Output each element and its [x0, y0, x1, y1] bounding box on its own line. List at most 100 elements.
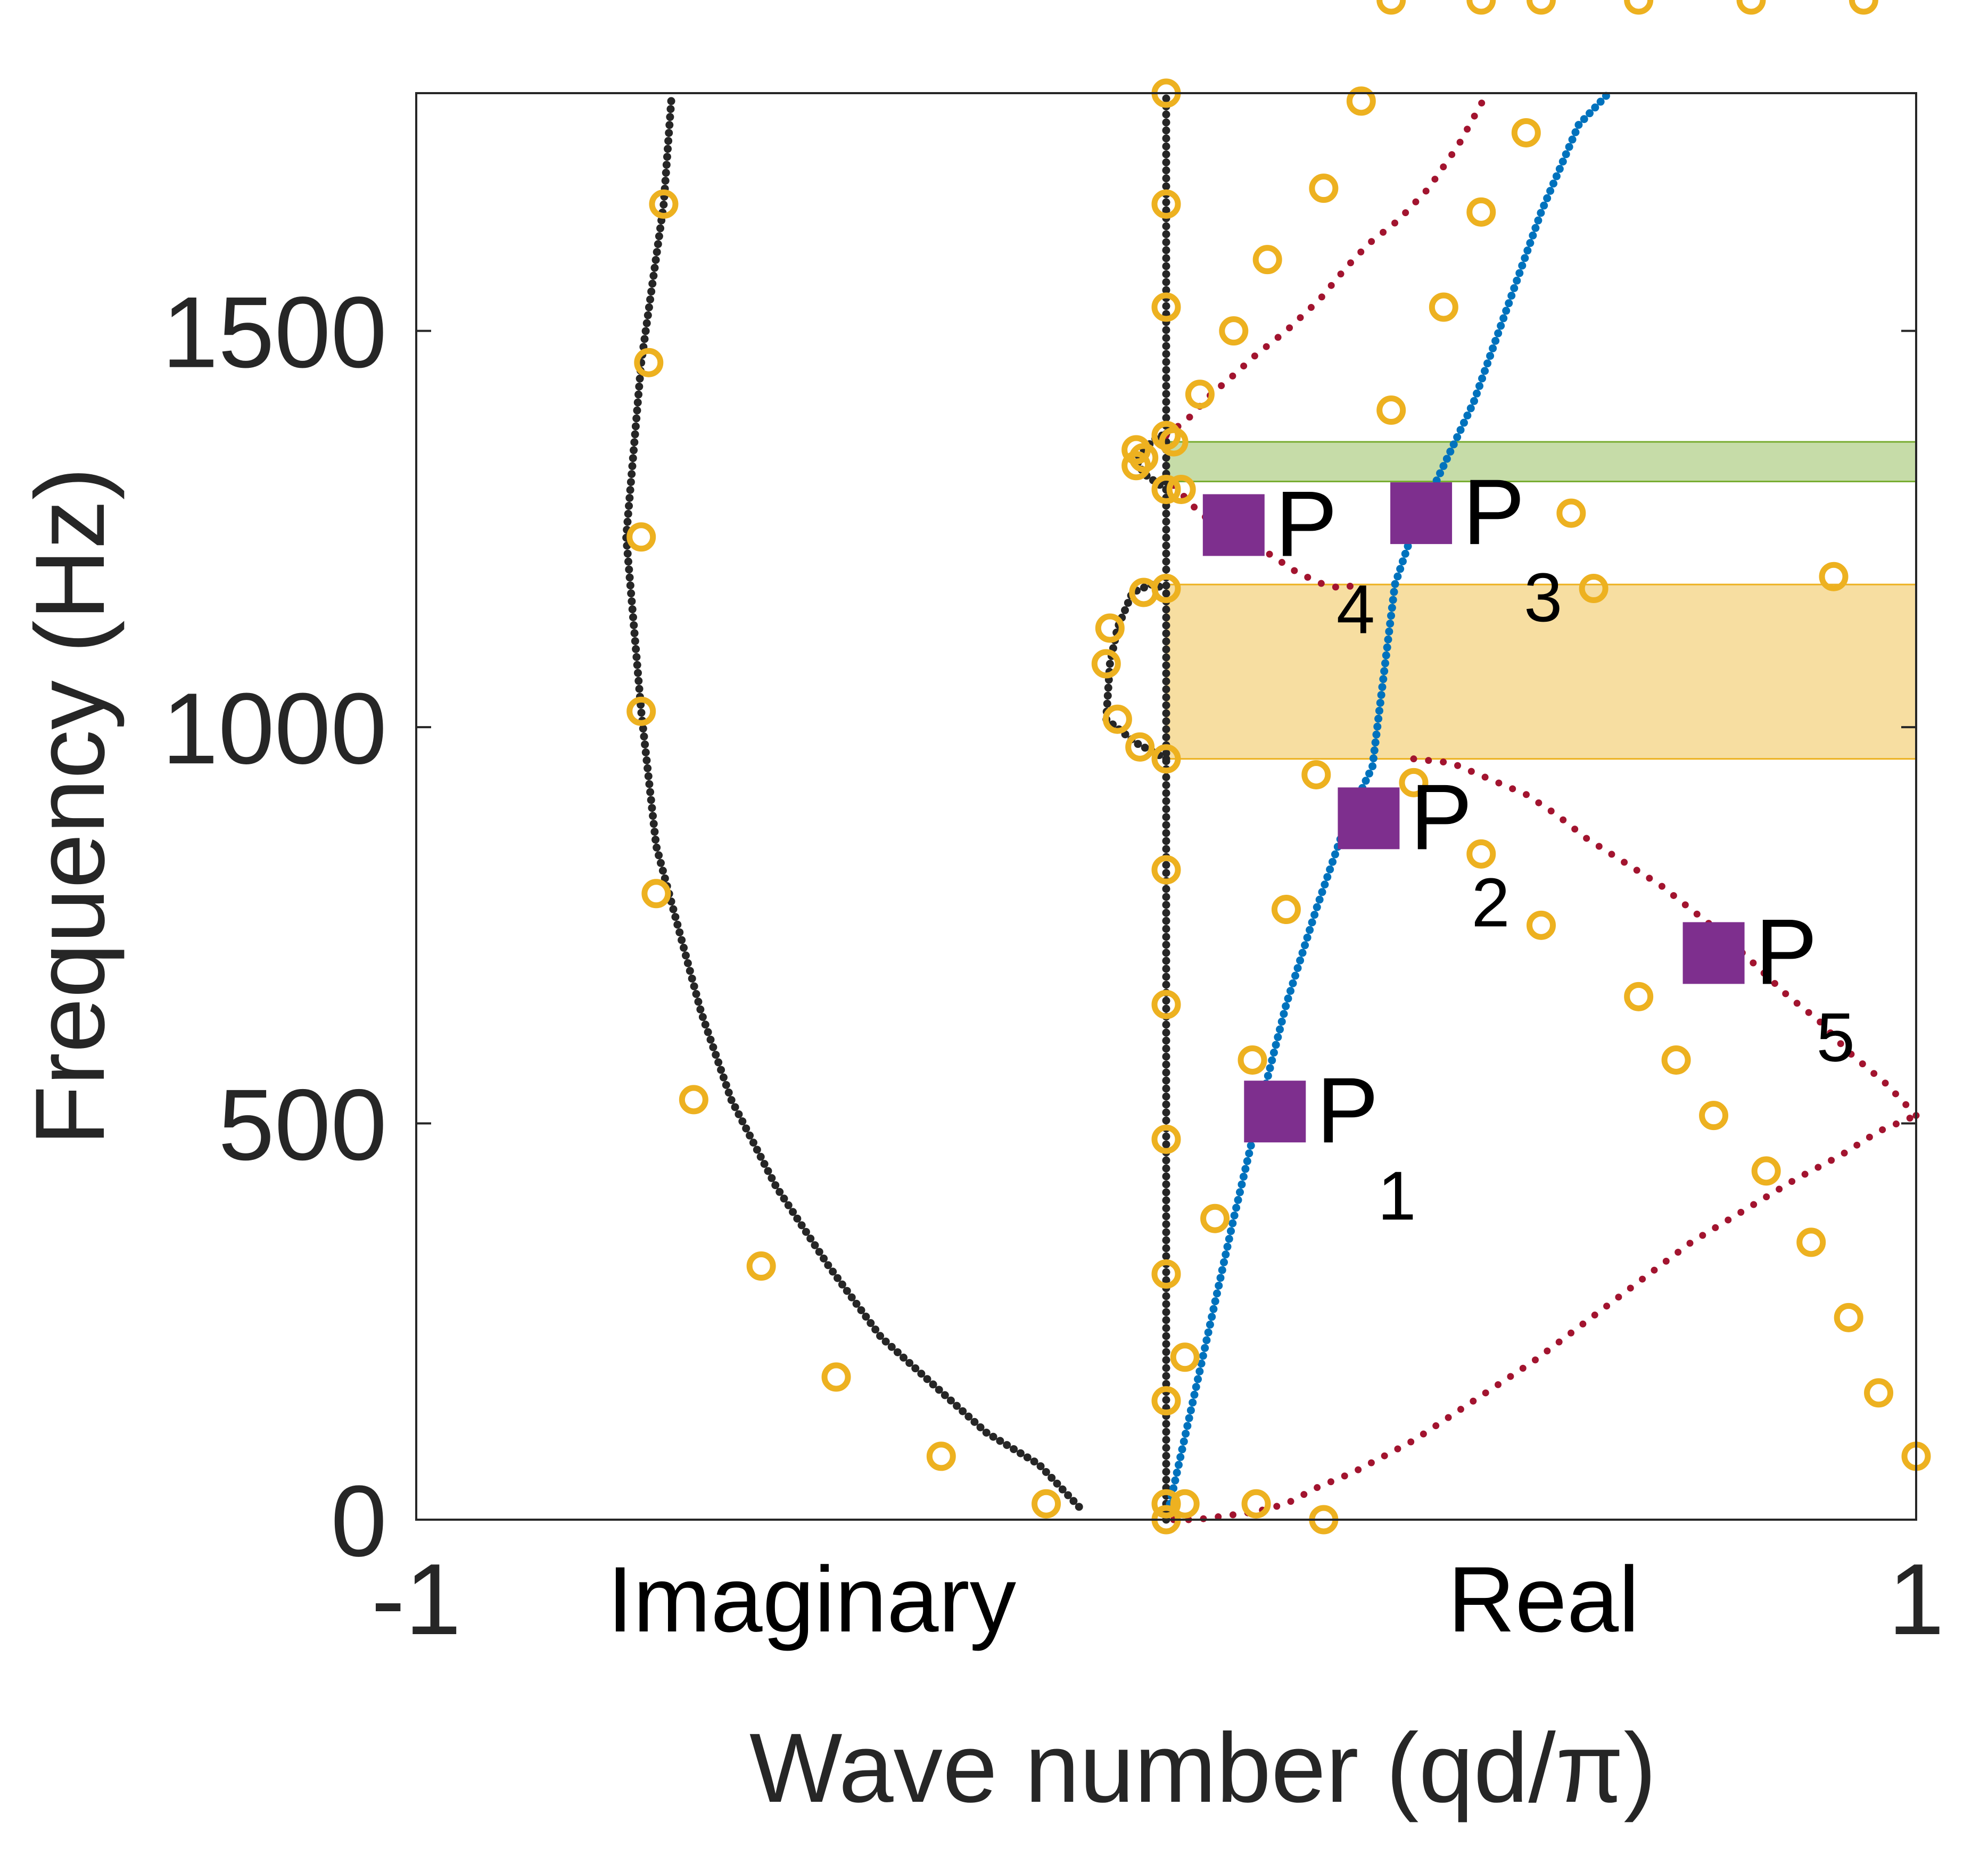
point-p1-marker: [1244, 1081, 1306, 1143]
marker-ring: [1579, 574, 1608, 604]
series-1-line: [622, 97, 1088, 1516]
point-p1-label: P: [1316, 1059, 1379, 1163]
marker-ring: [1511, 118, 1541, 147]
point-p5-subscript: 5: [1817, 998, 1855, 1076]
marker-ring: [1376, 395, 1406, 425]
marker-ring: [641, 879, 671, 909]
y-tick-label: 500: [218, 1069, 387, 1182]
series-8-line: [1410, 755, 1920, 1119]
series-6-line: [1162, 93, 1489, 439]
marker-ring: [1091, 649, 1121, 679]
marker-ring: [1121, 435, 1151, 465]
series-9-line: [1170, 1112, 1920, 1523]
marker-ring: [1095, 613, 1125, 643]
marker-ring: [1376, 0, 1406, 15]
point-p3-subscript: 3: [1524, 558, 1562, 636]
marker-ring: [1200, 1203, 1230, 1233]
marker-ring: [1170, 1489, 1200, 1519]
marker-ring: [1271, 895, 1301, 925]
marker-ring: [1309, 174, 1339, 203]
point-p4-label: P: [1275, 472, 1338, 576]
marker-ring: [1159, 427, 1189, 457]
marker-ring: [1796, 1227, 1826, 1257]
marker-ring: [1151, 855, 1181, 885]
marker-ring: [1102, 704, 1132, 734]
marker-ring: [1151, 1259, 1181, 1289]
region-label-imaginary: Imaginary: [607, 1548, 1017, 1652]
marker-ring: [1301, 760, 1331, 789]
marker-ring: [1151, 1489, 1181, 1519]
marker-ring: [1466, 197, 1496, 227]
marker-ring: [634, 348, 664, 377]
marker-ring: [1699, 1101, 1729, 1131]
bands-layer: [1165, 441, 1917, 760]
plot-frame: [415, 92, 1917, 1521]
point-p2-marker: [1338, 787, 1400, 850]
marker-ring: [1661, 1045, 1691, 1075]
marker-ring: [1624, 0, 1654, 15]
marker-ring: [649, 189, 679, 219]
marker-ring: [1466, 0, 1496, 15]
marker-ring: [1252, 245, 1282, 275]
y-tick-label: 0: [331, 1465, 387, 1578]
marker-ring: [1032, 1489, 1061, 1519]
point-p3-label: P: [1463, 460, 1525, 564]
band-1: [1165, 441, 1917, 483]
series-layer: [622, 89, 1920, 1524]
marker-ring: [679, 1085, 708, 1115]
point-p2-label: P: [1410, 765, 1472, 869]
ticks-layer: 0 500 1000 1500 -1 1: [162, 93, 1944, 1656]
y-axis-label: Frequency (Hz): [15, 467, 125, 1146]
marker-ring: [1819, 562, 1849, 591]
x-tick-label: -1: [372, 1543, 461, 1656]
marker-ring: [1624, 982, 1654, 1011]
marker-ring: [926, 1441, 956, 1471]
point-p4-marker: [1202, 494, 1265, 556]
marker-ring: [1185, 380, 1215, 409]
markers-layer: [626, 0, 1931, 1535]
point-p2-subscript: 2: [1471, 863, 1509, 941]
marker-ring: [1166, 474, 1196, 504]
marker-ring: [1527, 0, 1556, 15]
marker-ring: [1151, 1386, 1181, 1416]
marker-ring: [1527, 910, 1556, 940]
point-p5-label: P: [1755, 900, 1818, 1004]
marker-ring: [1556, 498, 1586, 528]
y-tick-label: 1500: [162, 276, 387, 389]
marker-ring: [1151, 292, 1181, 322]
marker-ring: [1219, 316, 1249, 346]
marker-ring: [746, 1251, 776, 1281]
marker-ring: [1751, 1156, 1781, 1186]
series-5-line: [1166, 89, 1613, 1508]
marker-ring: [1849, 0, 1878, 15]
marker-ring: [1429, 292, 1458, 322]
marker-ring: [821, 1362, 851, 1392]
marker-ring: [1121, 451, 1151, 481]
marker-ring: [1399, 768, 1429, 797]
marker-ring: [626, 696, 656, 726]
marker-ring: [1170, 1342, 1200, 1372]
marker-ring: [1125, 732, 1155, 762]
marker-ring: [626, 522, 656, 552]
marker-ring: [1241, 1489, 1271, 1519]
region-label-real: Real: [1448, 1548, 1639, 1652]
band-2: [1165, 583, 1917, 760]
marker-ring: [1864, 1378, 1894, 1408]
point-p3-marker: [1390, 482, 1453, 545]
marker-ring: [1151, 1124, 1181, 1154]
marker-ring: [1129, 578, 1159, 607]
text-layer: Wave number (qd/π) Frequency (Hz) Imagin…: [15, 467, 1656, 1823]
point-p5-marker: [1682, 922, 1745, 984]
marker-ring: [1346, 86, 1376, 116]
marker-ring: [1736, 0, 1766, 15]
y-tick-label: 1000: [162, 672, 387, 785]
x-axis-label: Wave number (qd/π): [749, 1713, 1656, 1823]
marker-ring: [1238, 1045, 1267, 1075]
marker-ring: [1466, 839, 1496, 869]
marker-ring: [1151, 474, 1181, 504]
point-p1-subscript: 1: [1377, 1157, 1416, 1234]
marker-ring: [1834, 1303, 1863, 1332]
point-p4-subscript: 4: [1337, 570, 1375, 648]
marker-ring: [1151, 189, 1181, 219]
